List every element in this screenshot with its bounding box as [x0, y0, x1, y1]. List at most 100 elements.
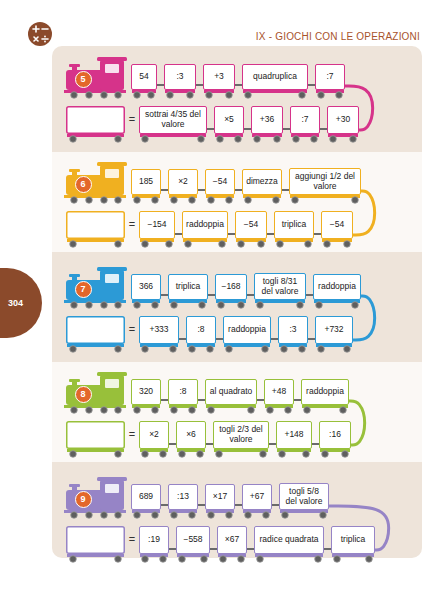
wheel [281, 346, 288, 353]
wagon-coupling [294, 399, 301, 401]
operation-wagon: triplica [168, 274, 208, 300]
wheel [342, 451, 349, 458]
node-text: :8 [172, 387, 194, 397]
operation-wagon: +3 [203, 64, 235, 90]
node-text: −168 [219, 282, 243, 292]
wheel [248, 407, 255, 414]
node-text: :7 [319, 72, 341, 82]
wheel [238, 241, 245, 248]
wheel [101, 92, 108, 99]
icon-operation-signs [33, 26, 48, 41]
wheel [334, 556, 341, 563]
wheel [101, 302, 108, 309]
icon-dot [44, 41, 46, 43]
chassis-bar [255, 554, 323, 557]
wagon-coupling [208, 294, 215, 296]
chimney-top [69, 274, 80, 277]
wheel [171, 407, 178, 414]
wheel [340, 407, 347, 414]
operation-wagon: +48 [264, 379, 294, 405]
wheel [274, 136, 281, 143]
locomotive [64, 477, 127, 513]
wagon-coupling [198, 189, 205, 191]
operation-wagon: +36 [251, 106, 283, 134]
operation-wagon: :8 [186, 316, 216, 344]
operation-wagon: ×5 [214, 106, 244, 134]
chimney-top [69, 484, 80, 487]
node-text: −54 [325, 220, 349, 230]
wagon-coupling [320, 128, 327, 130]
wheel [171, 197, 178, 204]
operation-wagon: :19 [139, 526, 169, 554]
operation-wagon: raddoppia [301, 379, 349, 405]
train-number: 7 [75, 281, 92, 298]
wagon-coupling [161, 189, 168, 191]
node-text: :16 [323, 430, 347, 440]
equals-sign: = [127, 533, 137, 545]
operation-wagon: +148 [276, 421, 312, 449]
wheel [292, 197, 299, 204]
wheel [262, 346, 269, 353]
operation-wagon: :8 [168, 379, 198, 405]
wheel [189, 407, 196, 414]
wheel [187, 92, 194, 99]
wheel [198, 136, 205, 143]
answer-box [67, 422, 125, 452]
wagon-coupling [207, 128, 214, 130]
operation-wagon: 185 [131, 169, 161, 195]
wheel [160, 556, 167, 563]
wagon-coupling [244, 128, 251, 130]
wheel [352, 197, 359, 204]
wagon-coupling [235, 84, 242, 86]
wheel [70, 556, 77, 563]
chimney-top [69, 64, 80, 67]
train-band [52, 152, 422, 252]
wheel [115, 346, 122, 353]
operation-wagon: 366 [131, 274, 161, 300]
node-text: 8 [80, 389, 85, 399]
wheel [86, 512, 93, 519]
locomotive [64, 372, 127, 408]
wheel [142, 241, 149, 248]
wheel [115, 136, 122, 143]
operation-wagon: ×2 [168, 169, 198, 195]
wagon-coupling [271, 338, 278, 340]
operation-wagon: :3 [164, 64, 196, 90]
operation-wagon: ×17 [205, 484, 235, 510]
node-text: +3 [207, 72, 231, 82]
wheel [115, 556, 122, 563]
answer-box [67, 212, 125, 242]
wheel [350, 136, 357, 143]
wheel [70, 241, 77, 248]
wheel [336, 92, 343, 99]
node-text: :8 [190, 325, 212, 335]
wagon-coupling [312, 443, 319, 445]
wheel [71, 92, 78, 99]
operation-wagon: ×6 [176, 421, 206, 449]
wheel [245, 92, 252, 99]
wheel [303, 451, 310, 458]
train-band [52, 362, 422, 462]
wheel [258, 241, 265, 248]
wheel [297, 302, 304, 309]
operation-wagon: −54 [321, 211, 353, 239]
wagon-coupling [283, 128, 290, 130]
wheel [148, 92, 155, 99]
train-curve [353, 296, 375, 340]
wagon-coupling [175, 233, 182, 235]
cab [100, 60, 124, 90]
wheel [207, 346, 214, 353]
operation-wagon: +333 [139, 316, 179, 344]
wheel [115, 302, 122, 309]
wheel [366, 556, 373, 563]
equals-sign: = [127, 323, 137, 335]
wheel [134, 302, 141, 309]
operation-wagon: −54 [205, 169, 235, 195]
node-text: 320 [135, 387, 157, 397]
wheel [299, 346, 306, 353]
operation-wagon: 54 [131, 64, 157, 90]
page-number-tab: 304 [0, 268, 42, 338]
operation-wagon: togli 2/3 del valore [213, 421, 269, 449]
node-text: +36 [255, 115, 279, 125]
wheel [142, 136, 149, 143]
